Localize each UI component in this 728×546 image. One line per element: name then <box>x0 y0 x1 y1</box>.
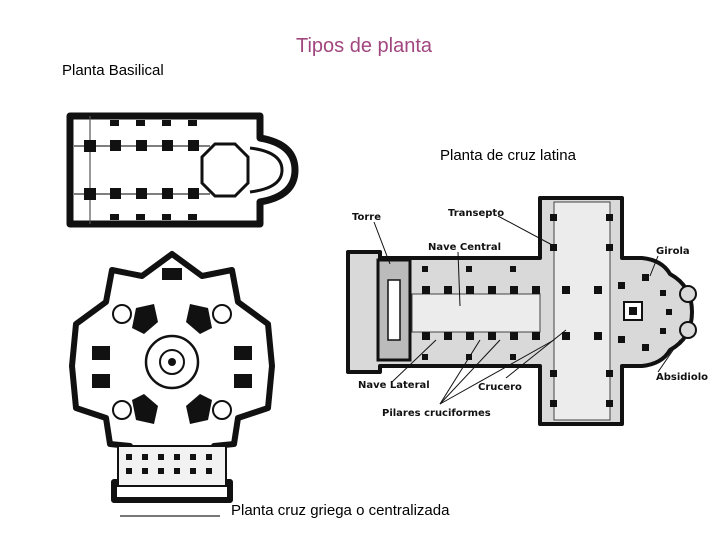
basilical-pillars <box>84 120 199 220</box>
label-transepto: Transepto <box>448 208 504 219</box>
basilical-octagon <box>200 142 250 198</box>
latin-nave <box>411 293 541 333</box>
label-nave-central: Nave Central <box>428 242 501 253</box>
latin-apse-chapel <box>679 285 697 303</box>
greek-porch <box>117 445 227 487</box>
label-absidiolo: Absidiolo <box>656 372 708 383</box>
caption-greek-cross: Planta cruz griega o centralizada <box>231 502 450 519</box>
label-pilares-cruciformes: Pilares cruciformes <box>382 408 491 419</box>
greek-massive-piers <box>92 268 252 424</box>
page-title: Tipos de planta <box>295 35 432 57</box>
latin-leader-lines <box>373 215 681 405</box>
label-nave-lateral: Nave Lateral <box>358 380 430 391</box>
caption-basilical: Planta Basilical <box>62 62 164 79</box>
greek-minor-dome <box>112 304 132 324</box>
basilical-apse <box>249 146 284 194</box>
label-torre: Torre <box>352 212 381 223</box>
greek-cross-plan-drawing <box>69 251 275 517</box>
label-girola: Girola <box>656 246 690 257</box>
caption-latin-cross: Planta de cruz latina <box>440 147 576 164</box>
latin-pillars <box>422 214 672 407</box>
latin-cross-plan-drawing: Torre Transepto Nave Central Girola Nave… <box>346 196 708 426</box>
label-crucero: Crucero <box>478 382 522 393</box>
latin-tower <box>376 258 412 362</box>
basilical-outer-wall <box>66 112 299 228</box>
latin-transept <box>553 201 611 421</box>
basilical-plan-drawing <box>66 112 299 228</box>
